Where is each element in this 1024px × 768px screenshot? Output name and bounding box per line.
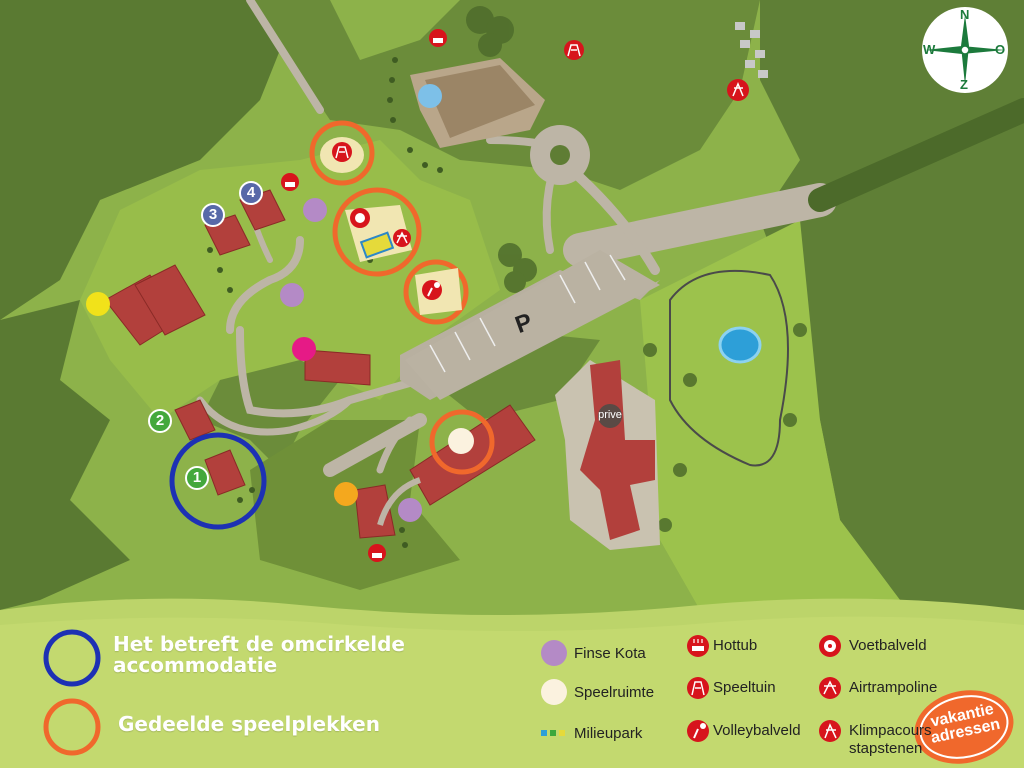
pink-marker bbox=[292, 337, 316, 361]
paddock-fence bbox=[669, 269, 789, 467]
forest-area bbox=[0, 300, 130, 610]
pond bbox=[718, 326, 762, 364]
house-number-3: 3 bbox=[208, 206, 218, 223]
legend-accommodation-swatch bbox=[43, 629, 101, 687]
accommodation-circle[interactable] bbox=[169, 432, 267, 530]
speelruimte-marker bbox=[448, 428, 474, 454]
voetbalveld-icon bbox=[350, 208, 370, 228]
trampoline-pad bbox=[359, 231, 395, 259]
hottub-icon bbox=[281, 173, 299, 191]
parking-lot-surface bbox=[405, 250, 660, 400]
vakantieadressen-logo[interactable] bbox=[908, 681, 1021, 768]
forest-area bbox=[0, 0, 300, 320]
private-label: prive bbox=[598, 409, 622, 421]
legend-label-speeltuin: Speeltuin bbox=[713, 679, 776, 696]
roundabout-island bbox=[550, 145, 570, 165]
volleybalveld-icon bbox=[422, 280, 442, 300]
meadow bbox=[640, 220, 900, 610]
house-number-badge bbox=[201, 203, 225, 227]
compass bbox=[922, 7, 1008, 93]
hottub-icon bbox=[687, 635, 709, 657]
legend-label-volleybalveld: Volleybalveld bbox=[713, 722, 801, 739]
klimpacours-icon bbox=[727, 79, 749, 101]
tree-cluster bbox=[466, 6, 807, 532]
road bbox=[196, 0, 1024, 477]
house-number-1: 1 bbox=[192, 469, 202, 486]
stepping-stones bbox=[735, 22, 768, 78]
compass-north: N bbox=[960, 7, 970, 22]
volleybalveld-icon bbox=[687, 720, 709, 742]
house-number-2: 2 bbox=[155, 412, 165, 429]
compass-east: O bbox=[995, 42, 1006, 57]
parking-lines bbox=[429, 254, 626, 373]
blue-marker bbox=[418, 84, 442, 108]
house-number-badge bbox=[185, 466, 209, 490]
speelruimte-icon bbox=[541, 679, 567, 705]
airtrampoline-icon bbox=[393, 229, 411, 247]
finse-kota-icon bbox=[541, 640, 567, 666]
legend-shared-play-text: Gedeelde speelplekken bbox=[118, 712, 380, 736]
compass-south: Z bbox=[960, 77, 968, 92]
speeltuin-icon bbox=[564, 40, 584, 60]
speeltuin-icon bbox=[332, 142, 352, 162]
house-number-badge bbox=[148, 409, 172, 433]
legend-shared-play-swatch bbox=[43, 698, 101, 756]
house-number-badge bbox=[239, 181, 263, 205]
orange-marker bbox=[334, 482, 358, 506]
cottage-roofs bbox=[104, 189, 536, 539]
path bbox=[377, 477, 422, 526]
shared-play-circles bbox=[309, 120, 495, 475]
private-marker bbox=[598, 404, 622, 428]
milieupark-icon bbox=[541, 730, 565, 736]
finse-kota-marker bbox=[280, 198, 422, 522]
legend-band-inner bbox=[0, 616, 1024, 768]
private-building bbox=[555, 360, 660, 550]
house-number-4: 4 bbox=[246, 184, 256, 201]
forest-area bbox=[250, 420, 460, 590]
legend-label-finse-kota: Finse Kota bbox=[574, 645, 646, 662]
hottub-icon bbox=[429, 29, 447, 47]
legend-label-airtrampoline: Airtrampoline bbox=[849, 679, 938, 696]
airtrampoline-icon bbox=[819, 677, 841, 699]
legend-label-milieupark: Milieupark bbox=[574, 725, 643, 742]
legend-accommodation-text: Het betreft de omcirkelde accommodatie bbox=[113, 632, 405, 677]
main-building-roof bbox=[425, 65, 535, 138]
yellow-marker bbox=[86, 292, 110, 316]
speeltuin-icon bbox=[687, 677, 709, 699]
compass-west: W bbox=[923, 42, 936, 57]
legend-label-voetbalveld: Voetbalveld bbox=[849, 637, 927, 654]
legend-label-speelruimte: Speelruimte bbox=[574, 684, 655, 701]
legend-label-klimpacours: Klimpacours stapstenen bbox=[849, 722, 932, 757]
voetbalveld-icon bbox=[819, 635, 841, 657]
forest-area bbox=[760, 0, 1024, 640]
klimpacours-icon bbox=[819, 720, 841, 742]
legend-label-hottub: Hottub bbox=[713, 637, 758, 654]
hottub-icon bbox=[368, 544, 386, 562]
